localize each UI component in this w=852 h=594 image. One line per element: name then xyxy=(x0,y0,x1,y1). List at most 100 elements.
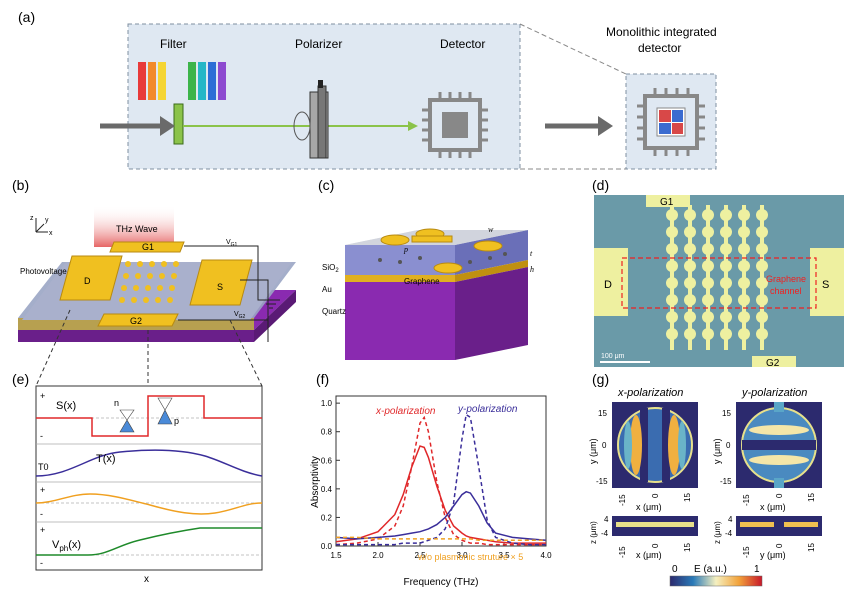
f-legend-without: w/o plasmonic struture × 5 xyxy=(417,552,523,562)
f-xtick-label: 2.5 xyxy=(414,551,426,560)
g-ypol-xsection-band-r xyxy=(784,522,818,527)
monolithic-label-1: Monolithic integrated xyxy=(606,25,717,39)
c-sio2: SiO2 xyxy=(322,263,339,274)
g-tick-y0-b: 0 xyxy=(726,441,731,450)
f-xtick-label: 2.0 xyxy=(372,551,384,560)
f-ytick-label: 0.6 xyxy=(321,456,333,465)
g-colorbar xyxy=(669,575,763,587)
e-minus-3: - xyxy=(40,558,43,568)
g-tick-x15-a: 15 xyxy=(683,493,692,502)
g-ylabel-b: y (μm) xyxy=(712,438,722,464)
output-arrowhead xyxy=(598,116,613,136)
e-x-axis: x xyxy=(144,574,149,585)
device-3d xyxy=(18,241,296,342)
e-plus-2: + xyxy=(40,485,45,495)
g-tick-zm4-a: -4 xyxy=(601,529,609,538)
beam-arrowhead xyxy=(408,121,418,131)
e-vph-curve xyxy=(36,527,262,556)
g-ypol-map xyxy=(736,402,822,488)
g-xlabel-a: x (μm) xyxy=(636,502,662,512)
c-p: p xyxy=(403,245,408,254)
g-tick-y0-a: 0 xyxy=(602,441,607,450)
g-tick-y15-a: 15 xyxy=(598,409,607,418)
detector-label: Detector xyxy=(440,37,485,51)
f-plot-frame xyxy=(335,395,547,547)
graphene-dots-b xyxy=(119,261,179,303)
e-t0: T0 xyxy=(38,462,49,472)
c-graphene: Graphene xyxy=(404,277,440,286)
g-tick-sm15-a: -15 xyxy=(618,546,627,558)
b-g1: G1 xyxy=(142,242,154,252)
f-legend-y: y-polarization xyxy=(457,404,518,415)
g-ypol-xsection xyxy=(736,516,822,536)
filter-bar-yellow xyxy=(158,62,166,100)
graphene-mesh-c xyxy=(378,252,507,264)
g-ylabel-a: y (μm) xyxy=(588,438,598,464)
g-tick-ym15-b: -15 xyxy=(720,477,732,486)
f-ytick-label: 0.8 xyxy=(321,428,333,437)
e-tx-label: T(x) xyxy=(96,453,116,465)
d-g1-label: G1 xyxy=(660,197,674,208)
panel-label-c: (c) xyxy=(318,177,334,193)
d-s-label: S xyxy=(822,279,829,291)
b-axis-z: z xyxy=(30,215,34,222)
d-channel-box xyxy=(621,257,817,309)
b-axes xyxy=(35,218,48,233)
g-ypol-xsection-band-l xyxy=(740,522,774,527)
filter-bar-purple xyxy=(218,62,226,100)
d-g2-pad xyxy=(752,356,796,367)
f-xtick-label: 4.0 xyxy=(540,551,552,560)
e-n-label: n xyxy=(114,398,119,408)
g-zlabel-a: z (μm) xyxy=(589,521,598,544)
f-series-y-polarization xyxy=(335,490,547,542)
e-minus-2: - xyxy=(40,509,43,519)
panel-label-f: (f) xyxy=(316,371,329,387)
g-xlabel-b: x (μm) xyxy=(760,502,786,512)
polarizer-icon xyxy=(293,80,329,159)
zoom-line-e-right xyxy=(229,319,263,387)
g-ylabel-small-b: y (μm) xyxy=(760,550,786,560)
g-xpol-title: x-polarization xyxy=(617,387,683,399)
panel-label-e: (e) xyxy=(12,371,29,387)
e-sx-curve xyxy=(36,395,262,437)
g-tick-xm15-b: -15 xyxy=(742,494,751,506)
g-tick-x0-b: 0 xyxy=(775,493,784,498)
e-separators xyxy=(36,443,262,523)
b-g2: G2 xyxy=(130,316,142,326)
g-tick-s0-b: 0 xyxy=(775,543,784,548)
e-sx-label: S(x) xyxy=(56,400,76,412)
g-tick-s0-a: 0 xyxy=(651,543,660,548)
f-xtick-label: 3.5 xyxy=(498,551,510,560)
f-ytick-label: 0.4 xyxy=(321,485,333,494)
b-photovoltage: Photovoltage xyxy=(20,267,67,276)
f-xlabel: Frequency (THz) xyxy=(403,577,478,588)
f-series-w-o-plasmonic-struture-5 xyxy=(336,536,546,542)
f-legend-x: x-polarization xyxy=(375,406,436,417)
e-orange-curve xyxy=(35,493,263,515)
g-xpol-xsection-band xyxy=(616,522,694,527)
g-tick-x15-b: 15 xyxy=(807,493,816,502)
d-channel-label-2: channel xyxy=(770,286,802,296)
micrograph-bg xyxy=(594,195,844,367)
input-arrowhead xyxy=(160,116,175,136)
dirac-cone-p xyxy=(157,397,173,425)
b-d: D xyxy=(84,276,91,286)
b-axis-x: x xyxy=(49,230,53,237)
g-tick-z4-a: 4 xyxy=(604,515,609,524)
b-axis-y: y xyxy=(45,217,49,224)
g-tick-z4-b: 4 xyxy=(728,515,733,524)
e-plus-3: + xyxy=(40,525,45,535)
filter-selected xyxy=(173,103,184,145)
f-series-x-polarization xyxy=(335,445,546,544)
b-vg2: VG2 xyxy=(234,311,246,320)
polarizer-label: Polarizer xyxy=(295,37,342,51)
f-series-x-polarization-dashed xyxy=(335,415,546,546)
filter-bar-blue xyxy=(208,62,216,100)
d-scale-label: 100 μm xyxy=(601,353,625,360)
g-tick-xm15-a: -15 xyxy=(618,494,627,506)
dirac-cone-n xyxy=(119,409,135,433)
b-vg1: VG1 xyxy=(226,239,238,248)
e-minus-1: - xyxy=(40,431,43,441)
g-cb-min: 0 xyxy=(672,564,678,575)
